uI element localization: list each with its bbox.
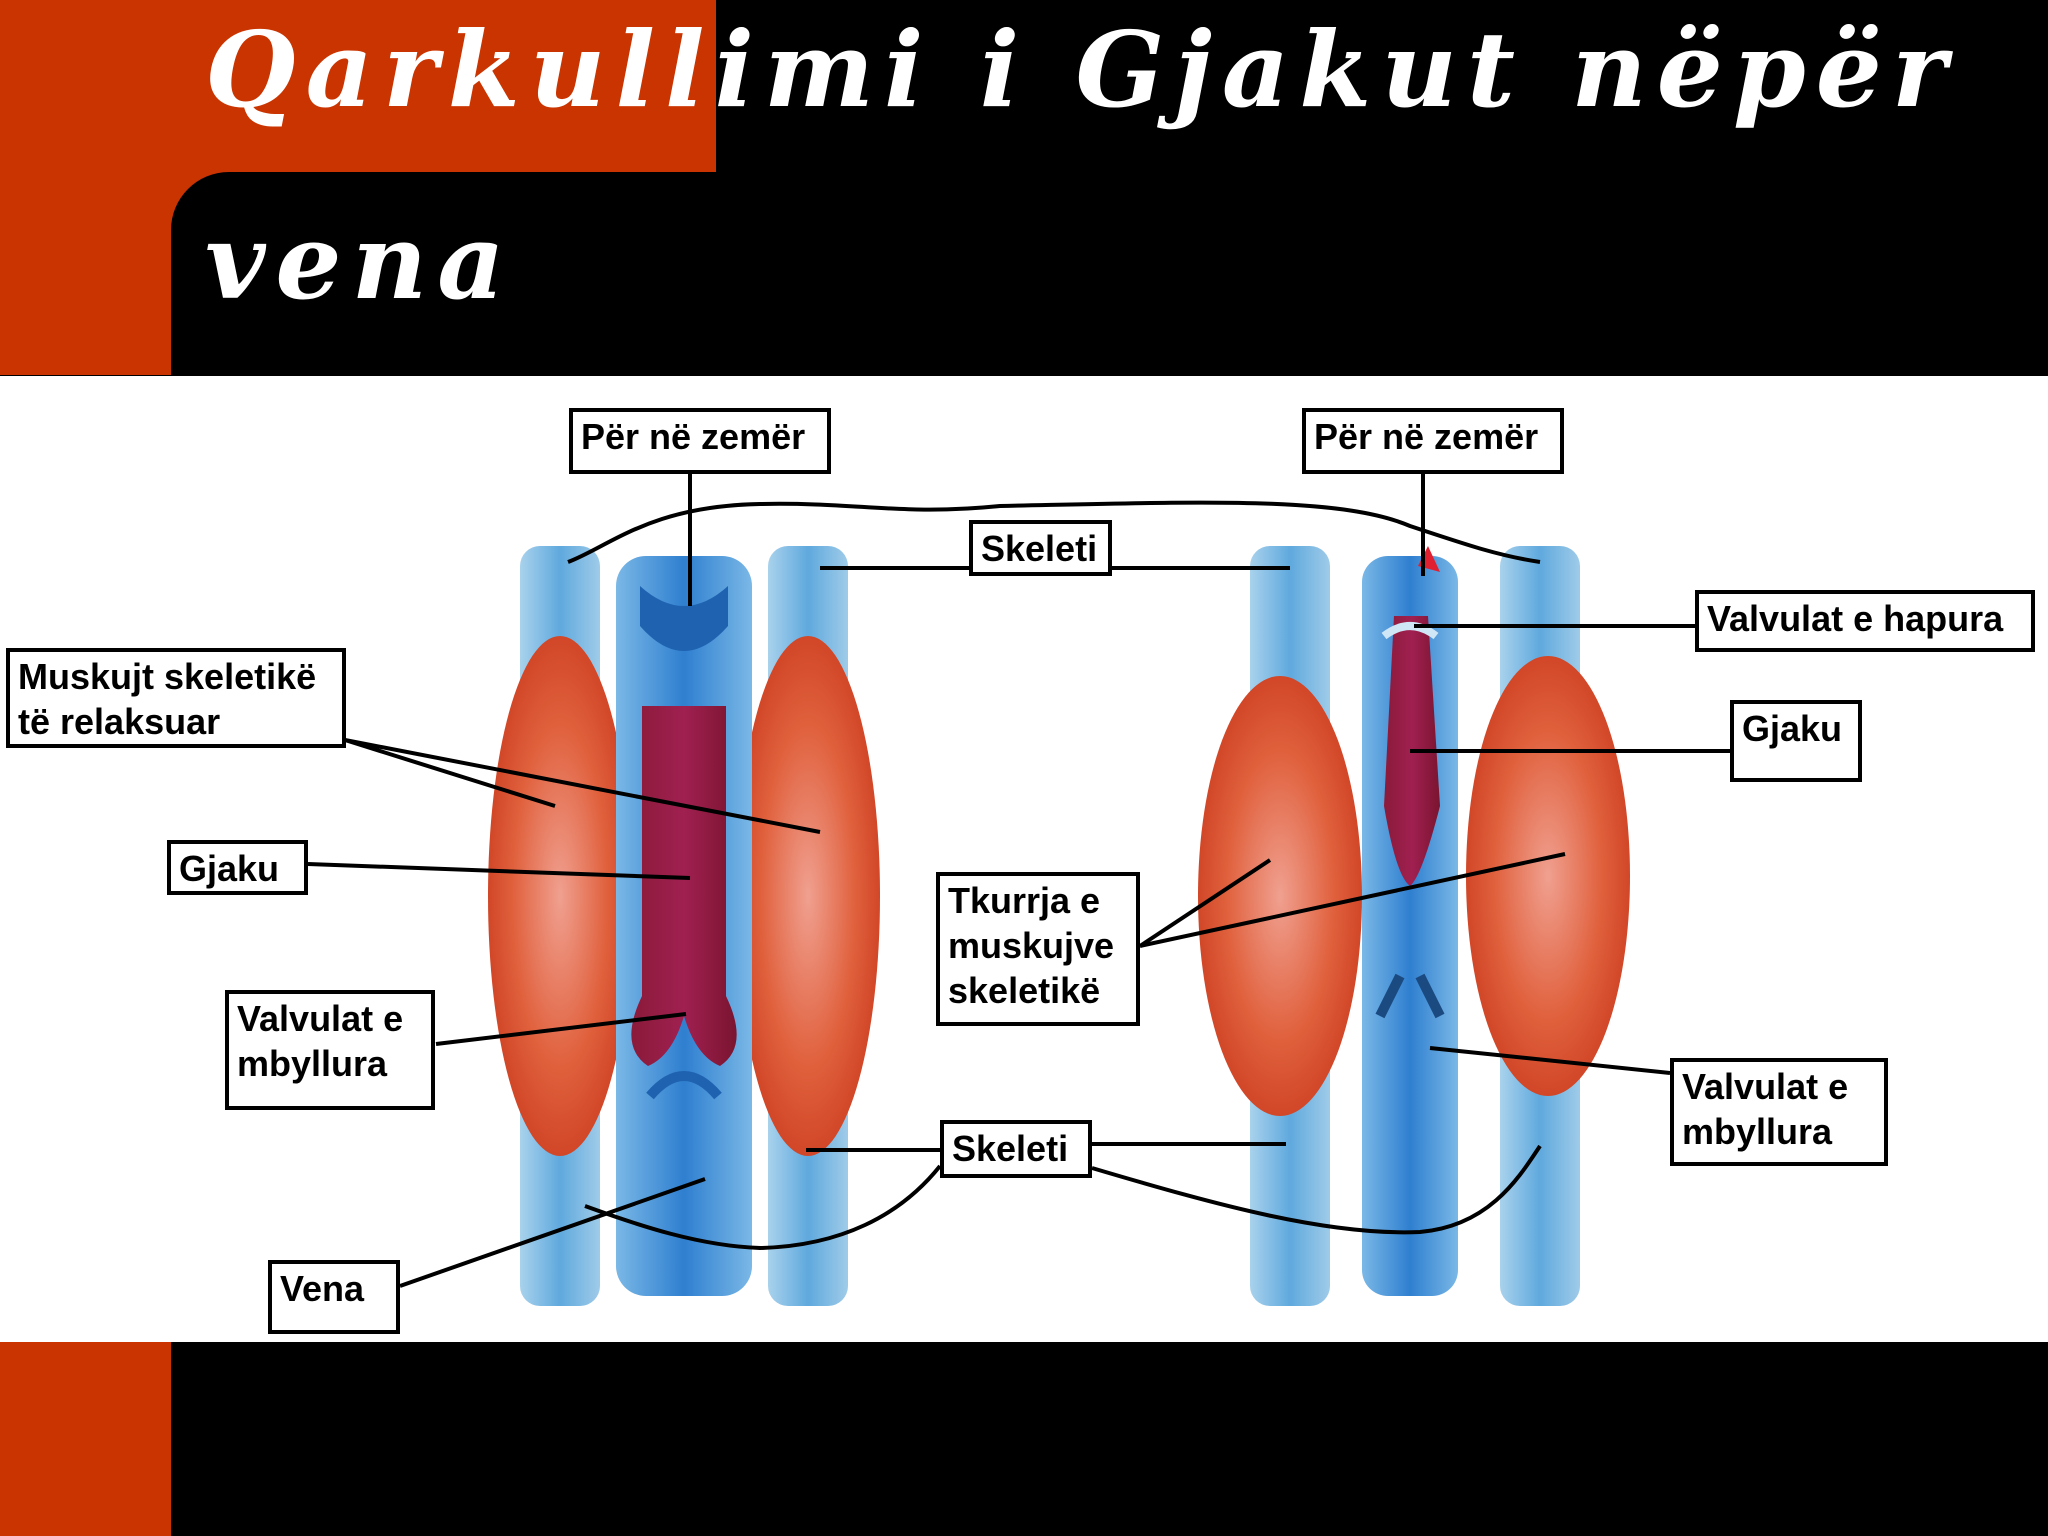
label-skeleti-top: Skeleti: [969, 520, 1112, 576]
slide-title-line-2: vena: [205, 200, 515, 323]
left-blood: [631, 706, 737, 1066]
label-valvulat-e-hapura: Valvulat e hapura: [1695, 590, 2035, 652]
label-valvulat-e-mbyllura-left: Valvulat e mbyllura: [225, 990, 435, 1110]
right-open-valve: [1381, 622, 1439, 640]
left-lower-valve: [646, 1071, 722, 1100]
title-bar-top: [716, 0, 2048, 172]
skeleton-curve-bottom-right: [1091, 1144, 1542, 1235]
callout-lines: [307, 470, 1730, 1288]
title-bar: [171, 172, 2048, 376]
footer-bar: [171, 1342, 2048, 1536]
slide-title-line-1: Qarkullimi i Gjakut nëpër: [205, 8, 1957, 131]
label-skeleti-bottom: Skeleti: [940, 1120, 1092, 1178]
label-tkurrja-e-muskujve-skeletike: Tkurrja e muskujve skeletikë: [936, 872, 1140, 1026]
right-closed-valve: [1375, 973, 1445, 1019]
orange-accent-bottom: [0, 1342, 171, 1536]
right-muscle-1: [1198, 676, 1362, 1116]
label-vena: Vena: [268, 1260, 400, 1334]
skeleton-curve-bottom-left: [584, 1164, 942, 1251]
left-muscle-1: [488, 636, 632, 1156]
vein-muscle-pump-diagram: [307, 470, 1730, 1306]
left-upper-valve: [640, 586, 728, 651]
label-per-ne-zemer-right: Për në zemër: [1302, 408, 1564, 474]
right-illustration-contracted: [1198, 546, 1630, 1306]
label-gjaku-left: Gjaku: [167, 840, 308, 895]
left-illustration-relaxed: [488, 546, 880, 1306]
label-valvulat-e-mbyllura-right: Valvulat e mbyllura: [1670, 1058, 1888, 1166]
label-per-ne-zemer-left: Për në zemër: [569, 408, 831, 474]
right-muscle-2: [1466, 656, 1630, 1096]
left-muscle-2: [736, 636, 880, 1156]
label-gjaku-right: Gjaku: [1730, 700, 1862, 782]
label-muskujt-skeletike-te-relaksuar: Muskujt skeletikë të relaksuar: [6, 648, 346, 748]
